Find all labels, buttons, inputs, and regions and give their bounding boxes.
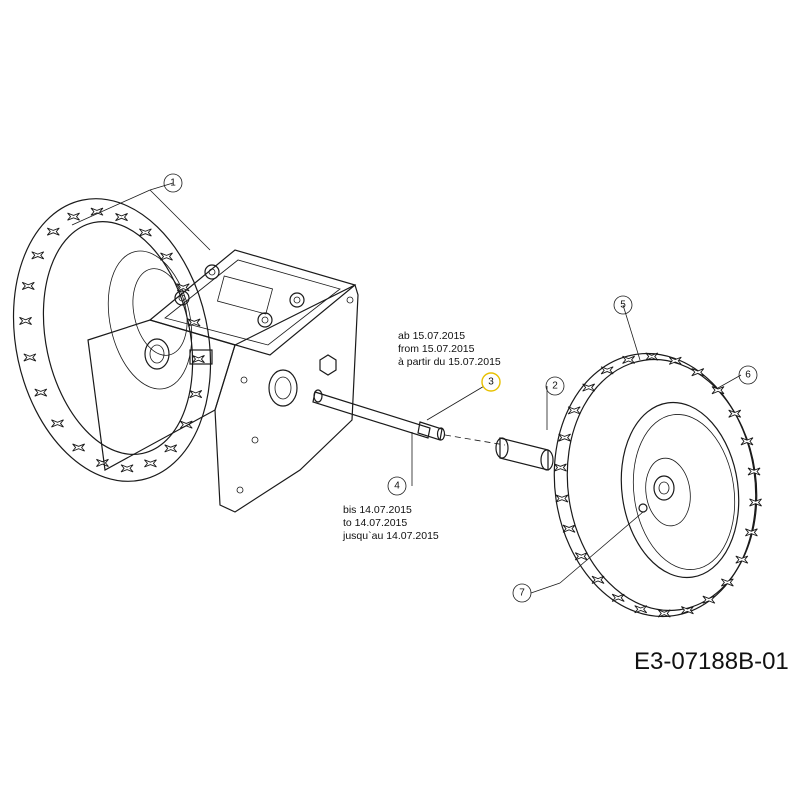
tread-block (554, 463, 567, 472)
note-from-date-line: from 15.07.2015 (398, 343, 475, 355)
tread-block (192, 355, 205, 364)
tread-block (745, 528, 758, 537)
tread-block (90, 207, 104, 216)
tread-block (23, 353, 37, 362)
svg-text:1: 1 (170, 178, 176, 189)
tread-block (34, 388, 48, 397)
tread-block (562, 524, 576, 533)
tread-block (747, 467, 761, 476)
tread-block (634, 605, 648, 614)
tread-block (711, 386, 725, 395)
left-wheel (12, 198, 212, 482)
tread-block (72, 443, 85, 452)
tread-block (46, 227, 60, 236)
callout-7: 7 (512, 583, 532, 603)
tread-block (120, 464, 134, 473)
tread-block (681, 606, 694, 615)
tread-block (591, 575, 605, 584)
callout-3: 3 (481, 372, 501, 392)
tread-block (668, 356, 682, 365)
tread-block (567, 406, 581, 415)
tread-block (582, 383, 596, 392)
tread-block (164, 444, 178, 453)
spacer-tube (495, 437, 554, 471)
svg-text:4: 4 (394, 481, 400, 492)
right-wheel (553, 352, 762, 618)
note-from-date-line: ab 15.07.2015 (398, 330, 466, 342)
tread-block (574, 552, 588, 561)
svg-text:5: 5 (620, 300, 626, 311)
tread-block (555, 494, 569, 503)
tread-block (115, 213, 128, 222)
drawing-code: E3-07188B-01 (634, 648, 789, 675)
callout-5: 5 (613, 295, 633, 315)
svg-text:7: 7 (519, 588, 525, 599)
tread-block (187, 318, 201, 327)
svg-text:2: 2 (552, 381, 558, 392)
tread-block (19, 316, 32, 325)
tread-block (21, 281, 35, 290)
note-from-date: ab 15.07.2015 from 15.07.2015 à partir d… (398, 330, 501, 369)
tread-block (139, 228, 152, 237)
tread-block (720, 578, 734, 587)
tread-block (31, 251, 45, 260)
tread-block (600, 366, 614, 375)
tread-block (96, 458, 109, 467)
tread-block (657, 609, 671, 618)
tread-block (728, 409, 742, 418)
note-until-date-line: bis 14.07.2015 (343, 504, 412, 516)
tread-block (735, 555, 749, 564)
tread-block (51, 419, 64, 428)
note-until-date-line: jusqu`au 14.07.2015 (343, 530, 439, 542)
tread-block (558, 433, 571, 442)
tread-block (749, 498, 762, 507)
frame-housing (87, 249, 359, 513)
tread-block (702, 595, 716, 604)
tread-block (691, 368, 705, 377)
axle-shaft (312, 389, 506, 446)
callout-4: 4 (387, 476, 407, 496)
tread-block (179, 420, 193, 429)
tread-block (176, 283, 190, 292)
svg-text:6: 6 (745, 370, 751, 381)
tread-block (160, 252, 173, 261)
note-until-date-line: to 14.07.2015 (343, 517, 408, 529)
callout-1: 1 (163, 173, 183, 193)
callout-2: 2 (545, 376, 565, 396)
callout-6: 6 (738, 365, 758, 385)
tread-block (645, 352, 659, 361)
tread-block (611, 593, 625, 602)
note-until-date: bis 14.07.2015 to 14.07.2015 jusqu`au 14… (343, 504, 439, 543)
tread-block (622, 355, 635, 364)
tread-block (144, 459, 157, 468)
leader-lines (71, 182, 742, 594)
tread-block (740, 437, 754, 446)
note-from-date-line: à partir du 15.07.2015 (398, 356, 501, 368)
svg-text:3: 3 (488, 377, 494, 388)
tread-block (67, 212, 80, 221)
tread-block (189, 390, 203, 399)
